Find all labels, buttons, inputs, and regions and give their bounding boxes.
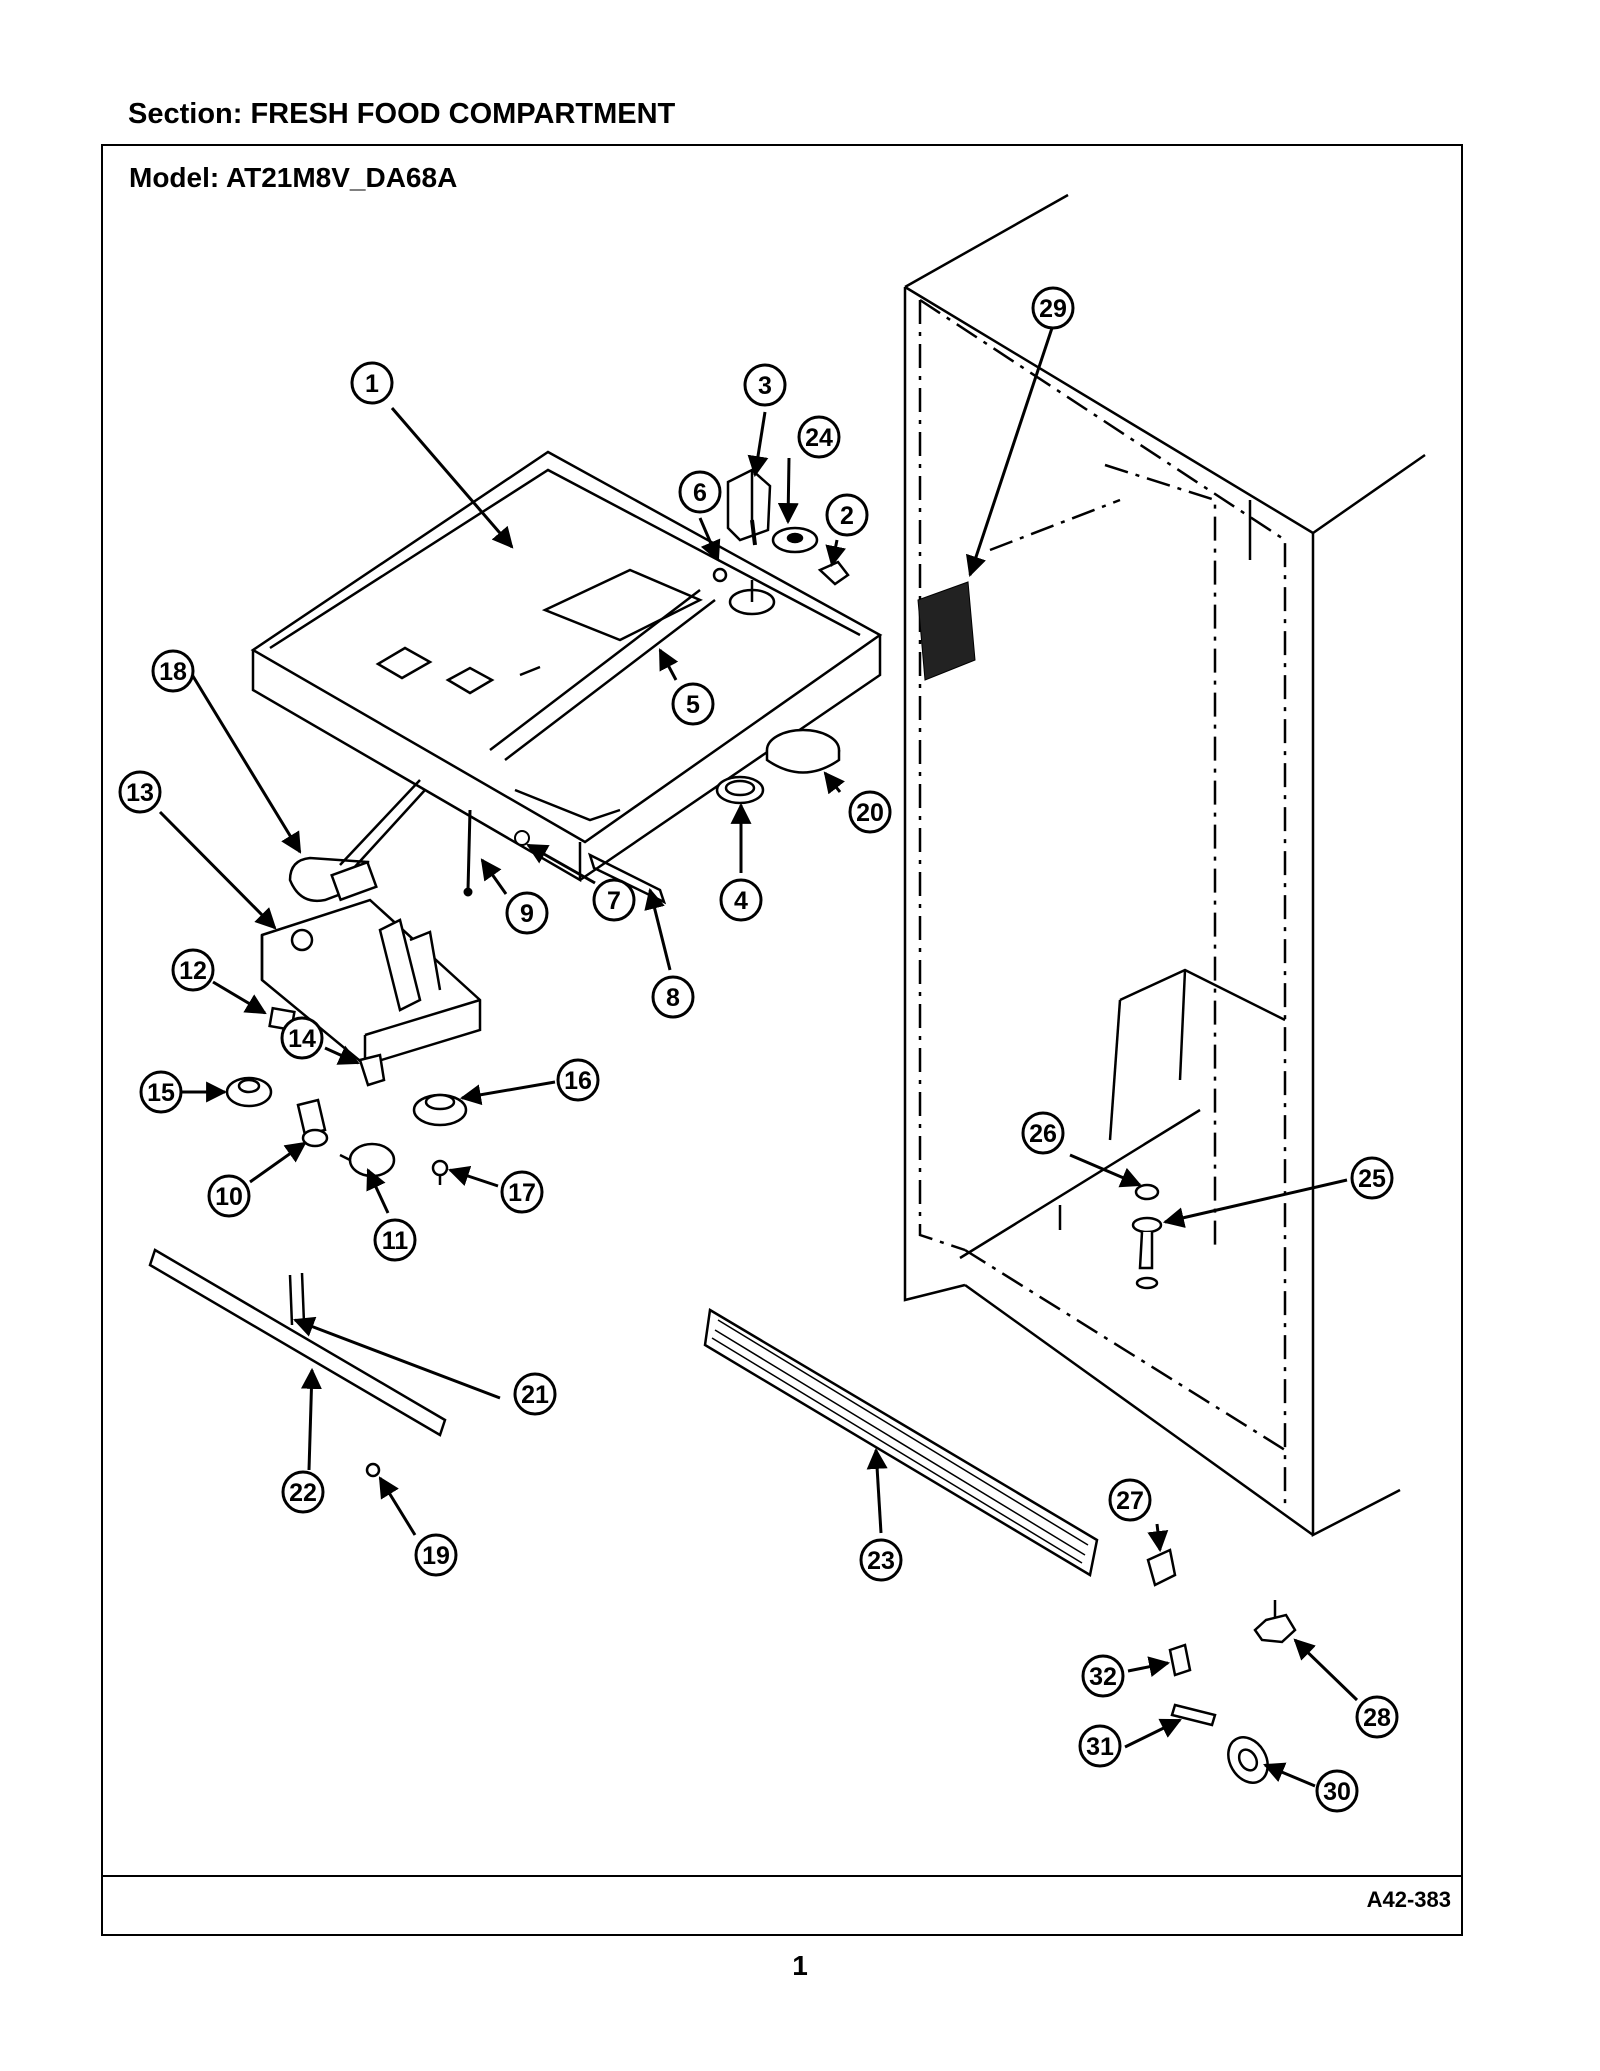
callout-23: 23 xyxy=(859,1538,903,1582)
cabinet-liner xyxy=(903,193,1426,1538)
screw-17 xyxy=(431,1159,449,1185)
svg-text:26: 26 xyxy=(1029,1120,1057,1148)
gasket-tape xyxy=(917,581,976,681)
callout-11: 11 xyxy=(373,1218,417,1262)
svg-text:20: 20 xyxy=(856,799,884,827)
clip-14 xyxy=(358,1053,386,1087)
svg-text:3: 3 xyxy=(758,372,772,400)
cap-20 xyxy=(765,728,841,774)
callout-24: 24 xyxy=(797,415,841,459)
callout-2: 2 xyxy=(825,493,869,537)
control-housing xyxy=(250,450,883,883)
svg-text:8: 8 xyxy=(666,984,680,1012)
diagram-frame: Model: AT21M8V_DA68A A42-383 xyxy=(101,144,1463,1936)
callout-28: 28 xyxy=(1355,1695,1399,1739)
callout-10: 10 xyxy=(207,1174,251,1218)
svg-text:22: 22 xyxy=(289,1479,317,1507)
leveler-25 xyxy=(1131,1216,1163,1290)
callout-25: 25 xyxy=(1350,1156,1394,1200)
section-title: Section: FRESH FOOD COMPARTMENT xyxy=(128,98,676,130)
svg-text:9: 9 xyxy=(520,900,534,928)
callout-8: 8 xyxy=(651,975,695,1019)
callout-31: 31 xyxy=(1078,1724,1122,1768)
callout-17: 17 xyxy=(500,1170,544,1214)
callout-19: 19 xyxy=(414,1533,458,1577)
svg-text:1: 1 xyxy=(365,370,379,398)
grille-23 xyxy=(703,1307,1099,1577)
svg-text:29: 29 xyxy=(1039,295,1067,323)
svg-text:23: 23 xyxy=(867,1547,895,1575)
screw-9 xyxy=(463,809,473,897)
callout-26: 26 xyxy=(1021,1111,1065,1155)
callout-30: 30 xyxy=(1315,1769,1359,1813)
model-label: Model: AT21M8V_DA68A xyxy=(129,162,458,193)
knob-16 xyxy=(412,1093,468,1127)
svg-text:27: 27 xyxy=(1116,1487,1144,1515)
screw-26 xyxy=(1134,1183,1160,1201)
callout-13: 13 xyxy=(118,770,162,814)
knob-15 xyxy=(225,1076,273,1108)
callout-4: 4 xyxy=(719,878,763,922)
svg-text:4: 4 xyxy=(734,887,748,915)
callout-22: 22 xyxy=(281,1470,325,1514)
svg-text:7: 7 xyxy=(607,887,621,915)
svg-text:15: 15 xyxy=(147,1079,175,1107)
callout-32: 32 xyxy=(1081,1654,1125,1698)
svg-text:5: 5 xyxy=(686,691,700,719)
shaft-6 xyxy=(712,567,776,616)
grommet-4 xyxy=(715,775,765,805)
callout-29: 29 xyxy=(1031,286,1075,330)
callout-18: 18 xyxy=(151,649,195,693)
callout-16: 16 xyxy=(556,1058,600,1102)
frame-divider xyxy=(103,1875,1461,1877)
svg-text:30: 30 xyxy=(1323,1778,1351,1806)
svg-text:6: 6 xyxy=(693,479,707,507)
callout-20: 20 xyxy=(848,790,892,834)
bracket-32 xyxy=(1168,1643,1192,1677)
fastener-7 xyxy=(514,830,530,846)
svg-text:10: 10 xyxy=(215,1183,243,1211)
callout-21: 21 xyxy=(513,1372,557,1416)
svg-text:12: 12 xyxy=(179,957,207,985)
axle-31 xyxy=(1170,1703,1217,1727)
document-code: A42-383 xyxy=(1366,1887,1451,1912)
terminal-board-22 xyxy=(148,1248,447,1437)
svg-text:32: 32 xyxy=(1089,1663,1117,1691)
callout-15: 15 xyxy=(139,1070,183,1114)
svg-text:28: 28 xyxy=(1363,1704,1391,1732)
roller-30 xyxy=(1227,1736,1269,1784)
svg-text:31: 31 xyxy=(1086,1733,1114,1761)
thermostat-18 xyxy=(288,779,426,903)
page-number: 1 xyxy=(792,1950,808,1981)
callout-27: 27 xyxy=(1108,1478,1152,1522)
svg-text:14: 14 xyxy=(288,1025,316,1053)
washer-24 xyxy=(771,526,819,554)
socket-10 xyxy=(296,1098,329,1148)
callout-9: 9 xyxy=(505,891,549,935)
leader-lines xyxy=(158,324,1359,1788)
svg-text:16: 16 xyxy=(564,1067,592,1095)
svg-text:24: 24 xyxy=(805,424,833,452)
callout-1: 1 xyxy=(350,361,394,405)
callout-6: 6 xyxy=(678,470,722,514)
clip-27 xyxy=(1146,1548,1177,1587)
svg-text:18: 18 xyxy=(159,658,187,686)
svg-text:17: 17 xyxy=(508,1179,536,1207)
svg-text:21: 21 xyxy=(521,1381,549,1409)
callout-3: 3 xyxy=(743,363,787,407)
svg-text:19: 19 xyxy=(422,1542,450,1570)
knob-3 xyxy=(726,468,772,546)
svg-text:13: 13 xyxy=(126,779,154,807)
svg-text:11: 11 xyxy=(382,1227,409,1255)
clip-2 xyxy=(817,560,850,586)
svg-text:2: 2 xyxy=(840,502,854,530)
screw-19 xyxy=(365,1462,381,1478)
callout-12: 12 xyxy=(171,948,215,992)
svg-text:25: 25 xyxy=(1358,1165,1386,1193)
callout-7: 7 xyxy=(592,878,636,922)
callout-14: 14 xyxy=(280,1016,324,1060)
nut-28 xyxy=(1253,1600,1297,1644)
callout-5: 5 xyxy=(671,682,715,726)
